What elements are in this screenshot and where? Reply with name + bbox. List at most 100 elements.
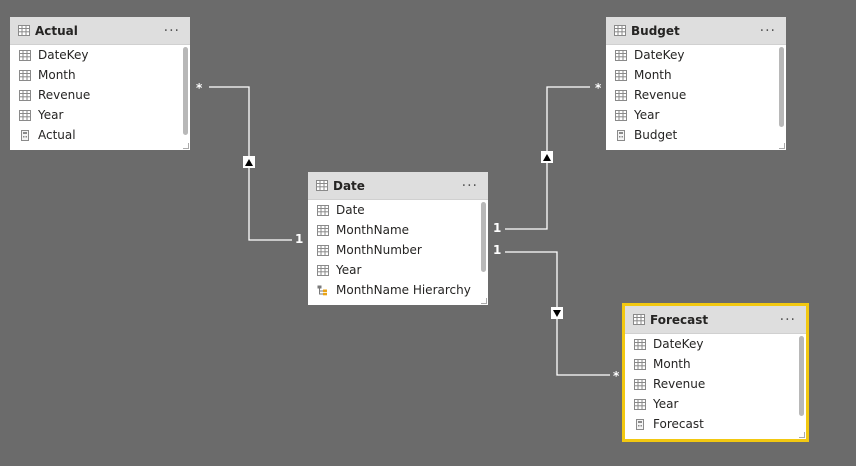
field-row[interactable]: Year (308, 260, 488, 280)
field-row[interactable]: DateKey (10, 45, 190, 65)
table-column-icon (19, 69, 31, 81)
table-title: Budget (631, 23, 680, 38)
field-label: Month (653, 357, 691, 371)
table-column-icon (317, 224, 329, 236)
table-title: Forecast (650, 312, 709, 327)
table-column-icon (634, 358, 646, 370)
table-column-icon (634, 398, 646, 410)
table-card-header[interactable]: Budget ··· (606, 17, 786, 45)
field-row[interactable]: MonthName Hierarchy (308, 280, 488, 300)
table-column-icon (317, 244, 329, 256)
table-card-header[interactable]: Forecast ··· (625, 306, 806, 334)
table-icon (316, 176, 328, 195)
field-row[interactable]: DateKey (606, 45, 786, 65)
table-column-icon (634, 338, 646, 350)
up-arrow-icon (541, 151, 553, 163)
resize-handle[interactable] (779, 143, 785, 149)
field-row[interactable]: Month (625, 354, 806, 374)
resize-handle[interactable] (183, 143, 189, 149)
table-column-icon (615, 69, 627, 81)
table-title: Date (333, 178, 365, 193)
field-row[interactable]: Year (10, 105, 190, 125)
up-arrow-icon (243, 156, 255, 168)
calculator-icon (19, 129, 31, 141)
table-card-header[interactable]: Actual ··· (10, 17, 190, 45)
field-row[interactable]: MonthName (308, 220, 488, 240)
field-label: Revenue (653, 377, 706, 391)
table-icon (614, 21, 626, 40)
field-row[interactable]: DateKey (625, 334, 806, 354)
field-row[interactable]: Year (625, 394, 806, 414)
scrollbar[interactable] (481, 202, 486, 272)
field-label: Month (38, 68, 76, 82)
field-label: Month (634, 68, 672, 82)
field-row[interactable]: Revenue (606, 85, 786, 105)
cardinality-one-forecast: 1 (493, 243, 502, 257)
table-column-icon (634, 378, 646, 390)
field-label: DateKey (634, 48, 685, 62)
calculator-icon (634, 418, 646, 430)
table-card-header[interactable]: Date ··· (308, 172, 488, 200)
hierarchy-icon (317, 285, 329, 296)
field-label: Date (336, 203, 365, 217)
more-options-button[interactable]: ··· (461, 177, 478, 194)
field-label: Year (653, 397, 679, 411)
field-row[interactable]: Budget (606, 125, 786, 145)
table-column-icon (615, 49, 627, 61)
field-row[interactable]: Revenue (625, 374, 806, 394)
field-row[interactable]: Year (606, 105, 786, 125)
down-arrow-icon (551, 307, 563, 319)
calculator-icon (615, 129, 627, 141)
field-label: Actual (38, 128, 76, 142)
field-label: Year (336, 263, 362, 277)
table-title: Actual (35, 23, 78, 38)
table-column-icon (19, 89, 31, 101)
field-row[interactable]: Date (308, 200, 488, 220)
scrollbar[interactable] (799, 336, 804, 416)
field-row[interactable]: Month (606, 65, 786, 85)
scrollbar[interactable] (779, 47, 784, 127)
field-label: MonthName Hierarchy (336, 283, 471, 297)
field-label: DateKey (38, 48, 89, 62)
field-label: MonthName (336, 223, 410, 237)
more-options-button[interactable]: ··· (163, 22, 180, 39)
field-label: Forecast (653, 417, 704, 431)
scrollbar[interactable] (183, 47, 188, 135)
table-column-icon (19, 109, 31, 121)
field-label: Year (38, 108, 64, 122)
table-column-icon (317, 204, 329, 216)
field-label: MonthNumber (336, 243, 422, 257)
field-row[interactable]: MonthNumber (308, 240, 488, 260)
more-options-button[interactable]: ··· (759, 22, 776, 39)
cardinality-one-actual: 1 (295, 232, 304, 246)
table-icon (633, 310, 645, 329)
field-row[interactable]: Revenue (10, 85, 190, 105)
cardinality-one-budget: 1 (493, 221, 502, 235)
table-column-icon (615, 109, 627, 121)
table-column-icon (615, 89, 627, 101)
field-label: Year (634, 108, 660, 122)
field-label: Budget (634, 128, 678, 142)
cardinality-many-actual: * (196, 81, 203, 95)
field-row[interactable]: Month (10, 65, 190, 85)
cardinality-many-budget: * (595, 81, 602, 95)
resize-handle[interactable] (481, 298, 487, 304)
table-column-icon (317, 264, 329, 276)
field-row[interactable]: Forecast (625, 414, 806, 434)
field-label: Revenue (634, 88, 687, 102)
field-label: Revenue (38, 88, 91, 102)
field-label: DateKey (653, 337, 704, 351)
field-row[interactable]: Actual (10, 125, 190, 145)
resize-handle[interactable] (799, 432, 805, 438)
more-options-button[interactable]: ··· (779, 311, 796, 328)
